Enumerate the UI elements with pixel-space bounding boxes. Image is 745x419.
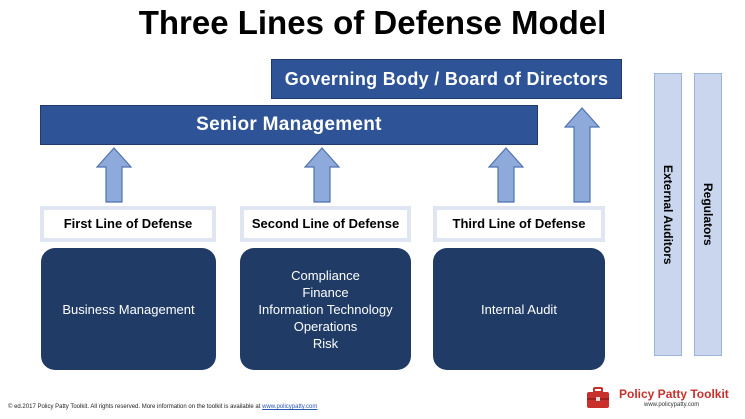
second-line-item: Information Technology [258, 301, 393, 317]
regulators-label: Regulators [701, 183, 715, 246]
footer-copyright: © ed.2017 Policy Patty Toolkit. All righ… [8, 404, 317, 410]
up-arrow-third-line [488, 147, 524, 203]
logo-name: Policy Patty Toolkit [619, 387, 729, 401]
second-line-item: Finance [302, 284, 349, 300]
first-line-item: Business Management [62, 301, 195, 317]
second-line-items: Compliance Finance Information Technolog… [258, 267, 392, 352]
external-auditors-label: External Auditors [661, 164, 675, 265]
third-line-label: Third Line of Defense [433, 206, 605, 242]
external-auditors-bar: External Auditors [654, 73, 682, 356]
up-arrow-first-line [96, 147, 132, 203]
first-line-label: First Line of Defense [40, 206, 216, 242]
first-line-box: Business Management [41, 248, 216, 370]
first-line-items: Business Management [62, 301, 194, 318]
page-title: Three Lines of Defense Model [138, 4, 607, 41]
senior-management-bar: Senior Management [40, 105, 538, 145]
second-line-item: Compliance [291, 267, 360, 283]
second-line-box: Compliance Finance Information Technolog… [240, 248, 411, 370]
footer-link[interactable]: www.policypatty.com [262, 404, 318, 410]
second-line-item: Risk [312, 335, 339, 351]
third-line-box: Internal Audit [433, 248, 605, 370]
footer-text: © ed.2017 Policy Patty Toolkit. All righ… [8, 404, 261, 410]
third-line-items: Internal Audit [481, 301, 557, 318]
up-arrow-second-line [304, 147, 340, 203]
second-line-label: Second Line of Defense [240, 206, 411, 242]
up-arrow-to-governing-body [564, 107, 600, 203]
regulators-bar: Regulators [694, 73, 722, 356]
briefcase-icon [587, 387, 609, 408]
third-line-item: Internal Audit [481, 301, 557, 317]
second-line-item: Operations [293, 318, 358, 334]
logo-url: www.policypatty.com [644, 402, 700, 408]
policy-patty-logo: Policy Patty Toolkit www.policypatty.com [586, 386, 736, 412]
governing-body-bar: Governing Body / Board of Directors [271, 59, 622, 99]
